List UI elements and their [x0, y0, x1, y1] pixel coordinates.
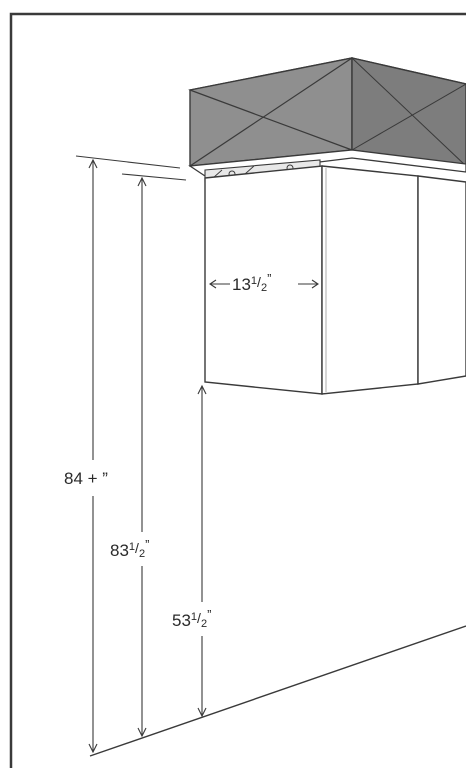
cabinet-front-left [321, 165, 419, 395]
cabinet-bottom-unit: ” [207, 607, 211, 622]
cabinet-depth-unit: ” [267, 271, 271, 286]
cabinet-front-right [417, 175, 466, 385]
cabinet-bottom-frac-den: 2 [201, 618, 207, 630]
cabinet-top-unit: ” [145, 537, 149, 552]
diagram-frame [9, 12, 466, 768]
cabinet-top-frac-num: 1 [129, 541, 135, 553]
floor-line [89, 625, 466, 757]
soffit-side-cross-b [351, 83, 466, 151]
label-height-to-cabinet-top: 831/2” [110, 537, 149, 560]
dimension-height-to-soffit: 84 + ” [64, 155, 181, 754]
cabinet-depth-whole: 13 [232, 275, 251, 294]
cabinet-depth-frac-den: 2 [261, 282, 267, 294]
cabinet-depth-frac-num: 1 [251, 275, 257, 287]
label-cabinet-depth: 131/2” [232, 271, 271, 294]
cabinet-bottom-frac-num: 1 [191, 611, 197, 623]
dimension-height-to-cabinet-top: 831/2” [110, 173, 187, 738]
wall-cabinet [204, 165, 466, 395]
cabinet-bottom-whole: 53 [172, 611, 191, 630]
soffit-cross-line-a [189, 89, 353, 151]
label-height-to-cabinet-bottom: 531/2” [172, 607, 211, 630]
soffit [188, 57, 466, 167]
label-height-to-soffit: 84 + ” [64, 469, 108, 488]
cabinet-side-panel [204, 165, 323, 395]
soffit-side-cross-a [351, 57, 466, 167]
soffit-cross-line-b [189, 57, 353, 167]
dimension-height-to-cabinet-bottom: 531/2” [172, 384, 211, 718]
cabinet-top-frac-den: 2 [139, 548, 145, 560]
dimension-cabinet-depth: 131/2” [209, 271, 319, 294]
cabinet-top-whole: 83 [110, 541, 129, 560]
